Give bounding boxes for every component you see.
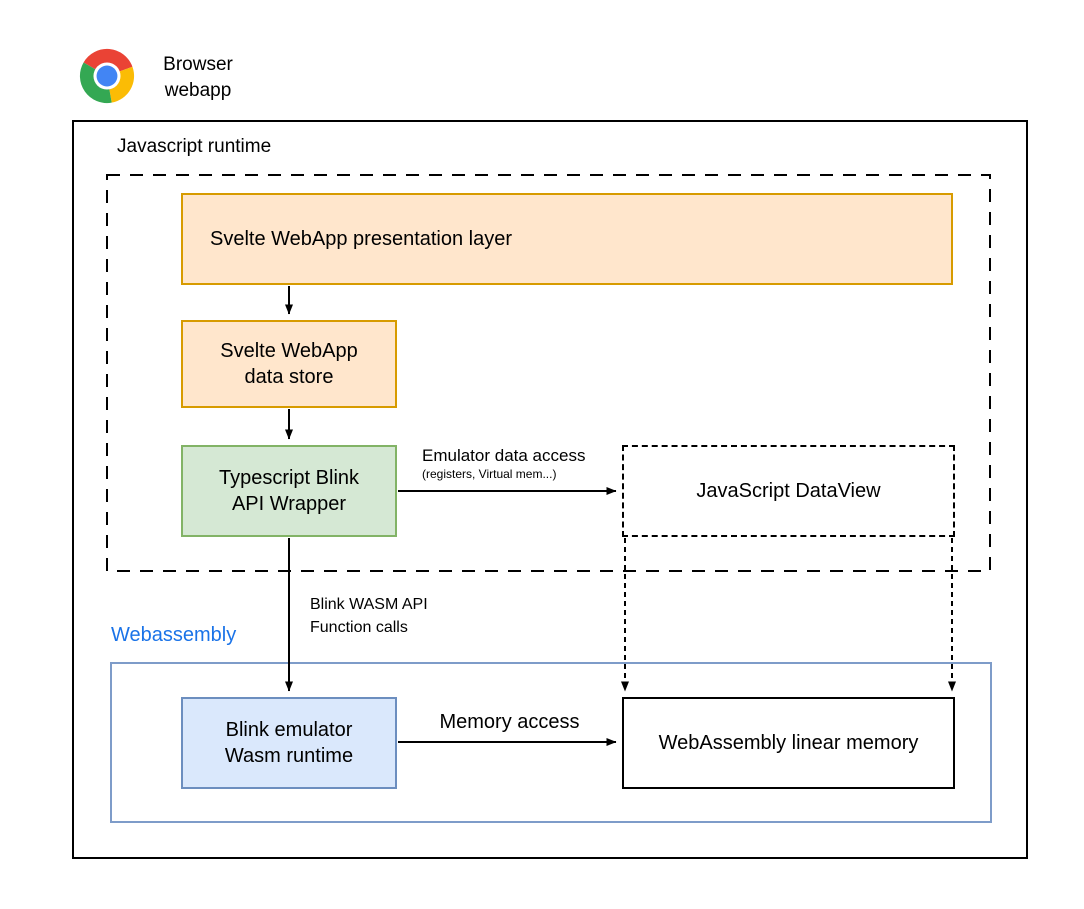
chrome-icon: [79, 48, 135, 104]
webassembly-label: Webassembly: [111, 624, 237, 646]
edge-label-blink-wasm-api-line2: Function calls: [310, 619, 408, 636]
node-webassembly-linear-memory-text: WebAssembly linear memory: [658, 732, 919, 754]
browser-webapp-label-line1: Browser: [163, 54, 233, 75]
node-svelte-presentation-layer: Svelte WebApp presentation layer: [181, 193, 953, 285]
javascript-runtime-label: Javascript runtime: [117, 136, 272, 157]
node-javascript-dataview-text: JavaScript DataView: [696, 480, 881, 502]
node-svelte-data-store: Svelte WebApp data store: [181, 320, 397, 408]
browser-webapp-label: Browser webapp: [148, 52, 248, 104]
node-svelte-data-store-line1: Svelte WebApp: [220, 340, 358, 362]
browser-webapp-label-line2: webapp: [164, 80, 232, 101]
edge-label-blink-wasm-api: Blink WASM API Function calls: [310, 593, 428, 639]
node-blink-emulator-line2: Wasm runtime: [224, 745, 354, 767]
edge-label-emulator-data-access: Emulator data access (registers, Virtual…: [422, 446, 585, 482]
webassembly-container-box: [110, 662, 992, 823]
node-webassembly-linear-memory: WebAssembly linear memory: [622, 697, 955, 789]
edge-label-emulator-data-access-line2: (registers, Virtual mem...): [422, 467, 557, 481]
edge-label-memory-access: Memory access: [439, 711, 580, 733]
node-typescript-blink-api-wrapper-line2: API Wrapper: [231, 493, 347, 515]
edge-label-blink-wasm-api-line1: Blink WASM API: [310, 596, 428, 613]
node-blink-emulator-wasm-runtime: Blink emulator Wasm runtime: [181, 697, 397, 789]
node-javascript-dataview: JavaScript DataView: [622, 445, 955, 537]
node-typescript-blink-api-wrapper: Typescript Blink API Wrapper: [181, 445, 397, 537]
browser-webapp-container-box: [72, 120, 1028, 859]
node-svelte-data-store-line2: data store: [244, 366, 334, 388]
node-svelte-presentation-layer-text: Svelte WebApp presentation layer: [210, 228, 513, 250]
node-typescript-blink-api-wrapper-line1: Typescript Blink: [218, 467, 360, 489]
edge-label-emulator-data-access-line1: Emulator data access: [422, 446, 586, 465]
node-blink-emulator-line1: Blink emulator: [225, 719, 353, 741]
